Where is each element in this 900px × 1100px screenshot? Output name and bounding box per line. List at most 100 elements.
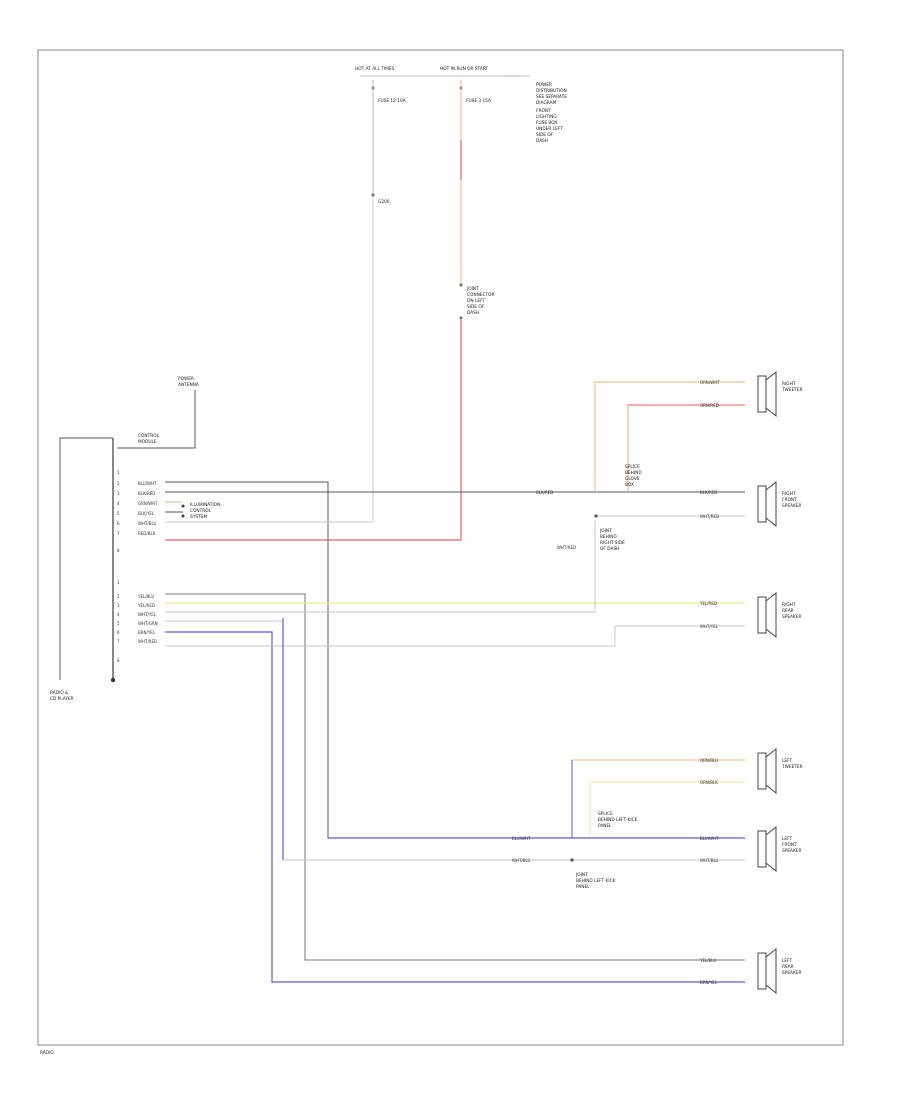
lower-wire-4: WHT/GRN bbox=[138, 621, 158, 626]
diagram-frame bbox=[37, 49, 844, 1046]
right-tweeter-wire-1: ORN/WHT bbox=[700, 380, 720, 385]
left-joint-line3: PANEL bbox=[576, 884, 590, 890]
right-splice-line1: SPLICE bbox=[625, 464, 640, 470]
right-rear-speaker-symbol bbox=[757, 591, 777, 639]
ground-label: G200 bbox=[378, 199, 390, 205]
hot-label-b: HOT IN RUN OR START bbox=[440, 66, 489, 72]
wire-right-tweeter-b bbox=[627, 404, 745, 492]
power-dist-line2: DISTRIBUTION bbox=[536, 88, 567, 94]
upper-pin-2: 2 bbox=[117, 481, 120, 486]
left-rear-line3: SPEAKER bbox=[782, 970, 802, 976]
left-splice-dot bbox=[570, 858, 574, 862]
upper-pin-8: 8 bbox=[117, 548, 120, 553]
right-front-line1: RIGHT bbox=[782, 491, 796, 497]
lower-wire-2: YEL/RED bbox=[137, 603, 155, 608]
upper-wire-1: BLU/WHT bbox=[138, 481, 157, 486]
fuse-box-line3: FUSE BOX bbox=[536, 120, 557, 126]
wire-blu-wht-route bbox=[165, 481, 575, 839]
wire-wht-grn bbox=[165, 620, 284, 860]
illum-splice-dot-2 bbox=[181, 514, 185, 518]
junction-terminal-b bbox=[459, 316, 463, 320]
left-front-speaker-symbol bbox=[757, 825, 777, 873]
wire-wht-yel bbox=[165, 520, 596, 613]
upper-pin-3: 3 bbox=[117, 491, 120, 496]
left-rear-speaker-symbol bbox=[757, 947, 777, 995]
right-joint-line3: RIGHT SIDE bbox=[600, 540, 625, 546]
left-splice-line3: PANEL bbox=[598, 823, 612, 829]
left-speakers: ORN/BLU ORN/BLK BLU/WHT WHT/BLU BLU/WHT … bbox=[283, 747, 803, 995]
fuse-b-label: FUSE 3 15A bbox=[466, 98, 491, 104]
left-tweeter-wire-2: ORN/BLK bbox=[700, 780, 718, 785]
radio-ground-dot bbox=[110, 677, 116, 683]
hot-label-a: HOT AT ALL TIMES bbox=[355, 66, 395, 72]
right-joint-line2: BEHIND bbox=[600, 534, 617, 540]
radio-outline bbox=[59, 437, 113, 680]
right-joint-line4: OF DASH bbox=[600, 546, 619, 552]
lower-pin-4: 4 bbox=[117, 612, 120, 617]
ground-terminal bbox=[371, 193, 375, 197]
left-tweeter-line1: LEFT bbox=[782, 758, 793, 764]
upper-wire-2: BLK/RED bbox=[138, 491, 155, 496]
illum-note-line3: SYSTEM bbox=[190, 514, 207, 520]
left-rear-wire-2: BRN/YEL bbox=[700, 980, 718, 985]
left-joint-line1: JOINT bbox=[575, 872, 588, 878]
fuse-a-label: FUSE 12 10A bbox=[378, 98, 406, 104]
left-rear-wire-1: YEL/BLU bbox=[699, 958, 716, 963]
right-front-line2: FRONT bbox=[782, 497, 797, 503]
radio-name-line1: RADIO & bbox=[50, 690, 69, 696]
upper-harness bbox=[165, 481, 745, 839]
upper-pin-1: 1 bbox=[117, 470, 120, 475]
left-splice-line1: SPLICE bbox=[598, 811, 613, 817]
right-splice-line4: BOX bbox=[625, 482, 634, 488]
lower-pin-1: 1 bbox=[117, 580, 120, 585]
left-front-line2: FRONT bbox=[782, 842, 797, 848]
upper-pin-7: 7 bbox=[117, 531, 120, 536]
left-front-line1: LEFT bbox=[782, 836, 793, 842]
footer-label: RADIO bbox=[40, 1050, 54, 1056]
illum-note-line2: CONTROL bbox=[190, 508, 212, 514]
wire-brn-yel bbox=[165, 631, 745, 983]
antenna-line3: CONTROL bbox=[138, 433, 160, 439]
left-speaker-wire-1: BLU/WHT bbox=[700, 836, 719, 841]
right-front-speaker-symbol bbox=[757, 480, 777, 528]
radio-unit: RADIO & CD PLAYER 1 2 3 4 5 6 7 8 BLU/WH… bbox=[50, 437, 220, 702]
left-speaker-wire-1b: BLU/WHT bbox=[512, 836, 531, 841]
right-splice-dot bbox=[594, 514, 598, 518]
right-rear-line1: RIGHT bbox=[782, 602, 796, 608]
left-speaker-wire-2b: WHT/BLU bbox=[512, 858, 531, 863]
wire-left-tweeter-b bbox=[589, 781, 745, 838]
right-speaker-wire-1: BLK/RED bbox=[700, 490, 717, 495]
antenna-wire bbox=[117, 390, 196, 449]
upper-pin-5: 5 bbox=[117, 511, 120, 516]
lower-pin-3: 3 bbox=[117, 603, 120, 608]
right-speaker-wire-2: WHT/RED bbox=[700, 514, 719, 519]
illum-note-line1: ILLUMINATION bbox=[190, 502, 220, 508]
radio-name-line2: CD PLAYER bbox=[50, 696, 74, 702]
upper-wire-5: WHT/BLU bbox=[138, 521, 157, 526]
right-speakers: ORN/WHT ORN/RED BLK/RED WHT/RED BLK/RED … bbox=[536, 370, 803, 639]
junction-line1: JOINT bbox=[466, 286, 479, 292]
right-tweeter-line1: RIGHT bbox=[782, 381, 796, 387]
antenna-line4: MODULE bbox=[138, 439, 157, 445]
lower-wire-3: WHT/YEL bbox=[138, 612, 157, 617]
lower-pin-7: 7 bbox=[117, 639, 120, 644]
right-tweeter-symbol bbox=[757, 370, 777, 418]
lower-pin-8: 8 bbox=[117, 658, 120, 663]
fuse-box-line4: UNDER LEFT bbox=[536, 126, 563, 132]
wire-yel-blu bbox=[165, 593, 745, 961]
junction-line2: CONNECTOR bbox=[467, 292, 495, 298]
left-joint-line2: BEHIND LEFT KICK bbox=[576, 878, 616, 884]
junction-line4: SIDE OF bbox=[467, 304, 485, 310]
fuse-box-line2: LIGHTING bbox=[536, 114, 557, 120]
junction-line3: ON LEFT bbox=[467, 298, 485, 304]
wire-right-tweeter-a bbox=[594, 381, 745, 492]
left-rear-line2: REAR bbox=[782, 964, 794, 970]
upper-pin-6: 6 bbox=[117, 521, 120, 526]
antenna-module: POWER ANTENNA CONTROL MODULE bbox=[117, 376, 199, 449]
power-dist-line1: POWER bbox=[536, 82, 552, 88]
fuse-box-line1: FRONT bbox=[536, 108, 551, 114]
lower-wire-1: YEL/BLU bbox=[137, 594, 154, 599]
junction-terminal bbox=[459, 283, 463, 287]
right-speaker-wire-2b: WHT/RED bbox=[557, 545, 576, 550]
